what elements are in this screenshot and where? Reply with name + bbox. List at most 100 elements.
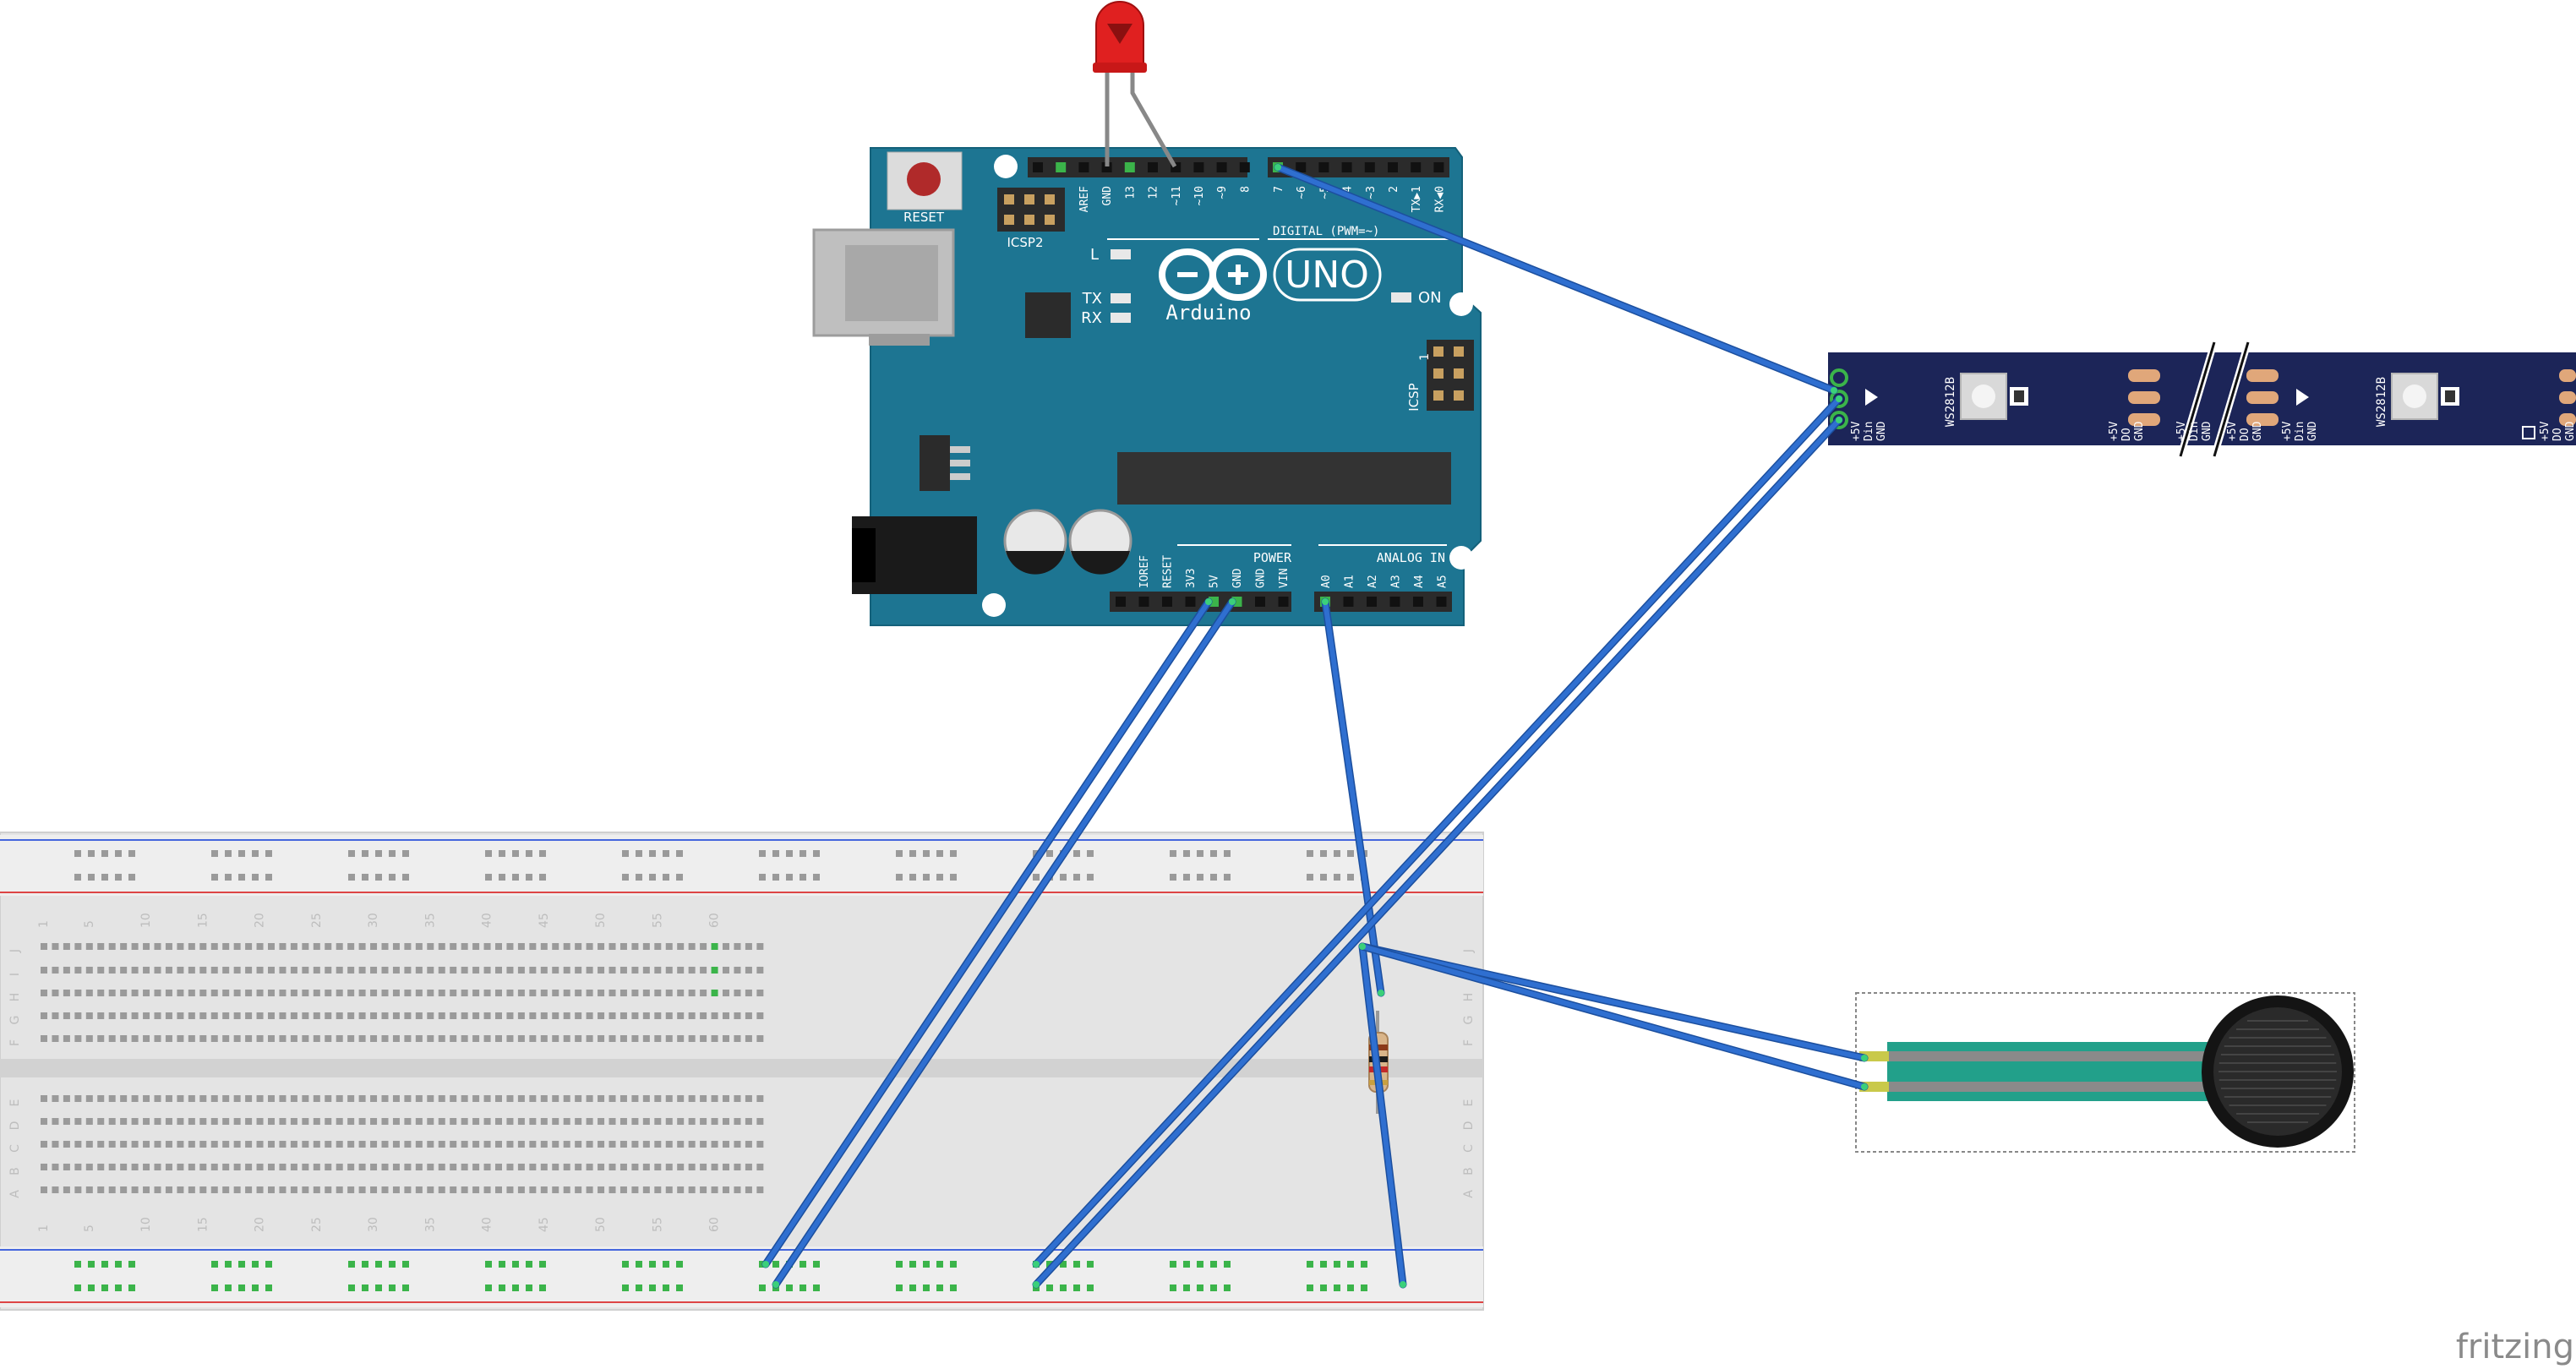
breadboard-hole (472, 1164, 480, 1170)
breadboard-hole (415, 1035, 423, 1042)
breadboard-hole (427, 967, 434, 974)
row-letter: D (8, 1121, 22, 1131)
breadboard-hole (290, 943, 297, 950)
breadboard-hole (415, 1186, 423, 1193)
wire-end (1400, 1281, 1406, 1288)
breadboard-hole (97, 1012, 105, 1019)
breadboard-hole (404, 1012, 412, 1019)
wire-end (1836, 395, 1842, 402)
breadboard-hole (415, 1118, 423, 1125)
rail-hole (265, 1261, 272, 1268)
breadboard-hole (177, 1164, 184, 1170)
atmega-chip (1117, 452, 1451, 505)
breadboard-hole (268, 1164, 275, 1170)
breadboard-hole (552, 967, 559, 974)
rail-hole (252, 1261, 259, 1268)
breadboard-hole (642, 1141, 650, 1148)
breadboard-hole (756, 1141, 764, 1148)
column-number: 35 (423, 913, 437, 928)
breadboard-hole (302, 1095, 309, 1102)
rail-hole (348, 874, 355, 881)
breadboard-hole (427, 1095, 434, 1102)
breadboard-hole (552, 1186, 559, 1193)
breadboard-hole (654, 990, 662, 996)
breadboard-hole (552, 1118, 559, 1125)
breadboard-hole (302, 967, 309, 974)
rail-hole (512, 1284, 519, 1291)
column-number: 5 (83, 1224, 96, 1232)
wire-end (1229, 598, 1236, 605)
wire-end (1322, 598, 1329, 605)
breadboard-hole (370, 1012, 378, 1019)
rail-hole (1347, 1284, 1354, 1291)
strip-pads (2128, 369, 2576, 426)
analog-header (1314, 592, 1452, 612)
capacitor (1003, 509, 1067, 575)
breadboard-hole (347, 967, 355, 974)
rail-hole (1073, 874, 1080, 881)
column-number: 25 (310, 913, 324, 928)
breadboard-hole (325, 1186, 332, 1193)
breadboard-hole (461, 1035, 468, 1042)
breadboard-hole (472, 943, 480, 950)
reset-button-cap[interactable] (907, 162, 941, 196)
jumper-wire (1360, 944, 1867, 1089)
breadboard-hole (256, 1118, 264, 1125)
breadboard-hole (688, 943, 696, 950)
breadboard-hole (711, 967, 718, 974)
breadboard-hole (586, 1035, 593, 1042)
breadboard-hole (336, 1141, 343, 1148)
breadboard-hole (450, 1141, 457, 1148)
breadboard-hole (438, 1186, 445, 1193)
rail-hole (759, 1284, 766, 1291)
breadboard-hole (392, 1095, 400, 1102)
rail-hole (1307, 1261, 1313, 1268)
breadboard-hole (427, 1118, 434, 1125)
breadboard-hole (336, 990, 343, 996)
breadboard-hole (381, 967, 389, 974)
breadboard-hole (461, 943, 468, 950)
breadboard-hole (723, 1012, 729, 1019)
breadboard-hole (529, 1012, 537, 1019)
breadboard-hole (381, 1186, 389, 1193)
breadboard-hole (336, 1095, 343, 1102)
breadboard-hole (120, 1164, 128, 1170)
breadboard-hole (540, 1012, 548, 1019)
breadboard-hole (222, 1186, 230, 1193)
breadboard-hole (756, 1035, 764, 1042)
breadboard-hole (619, 1035, 627, 1042)
breadboard-hole (472, 1141, 480, 1148)
breadboard-hole (575, 1035, 582, 1042)
breadboard-hole (268, 1035, 275, 1042)
breadboard-hole (199, 1186, 207, 1193)
rail-hole (539, 850, 546, 857)
pin-label: 2 (1388, 186, 1400, 193)
breadboard-hole (74, 967, 82, 974)
breadboard-hole (245, 943, 253, 950)
rail-hole (348, 850, 355, 857)
strip-pin-label: GND (2564, 421, 2576, 441)
breadboard-hole (325, 1012, 332, 1019)
breadboard-hole (313, 1164, 320, 1170)
data-direction-arrow (2296, 389, 2309, 406)
rail-hole (622, 1284, 629, 1291)
breadboard-hole (404, 1164, 412, 1170)
breadboard-hole (74, 990, 82, 996)
wire-end (762, 1261, 769, 1268)
breadboard-hole (506, 1095, 514, 1102)
icsp2-pin (1024, 215, 1034, 225)
rail-hole (211, 1284, 218, 1291)
rail-hole (526, 1261, 532, 1268)
breadboard-hole (529, 1095, 537, 1102)
rail-hole (1334, 1261, 1340, 1268)
breadboard-hole (143, 1118, 150, 1125)
breadboard-hole (336, 1164, 343, 1170)
strip-pin-label: DO (2551, 428, 2564, 441)
rail-hole (389, 1284, 396, 1291)
breadboard-hole (517, 967, 525, 974)
breadboard-hole (461, 1118, 468, 1125)
fritzing-watermark: fritzing (2456, 1328, 2574, 1366)
breadboard-hole (665, 1095, 673, 1102)
breadboard: 1155101015152020252530303535404045455050… (0, 832, 1484, 1311)
breadboard-hole (619, 943, 627, 950)
